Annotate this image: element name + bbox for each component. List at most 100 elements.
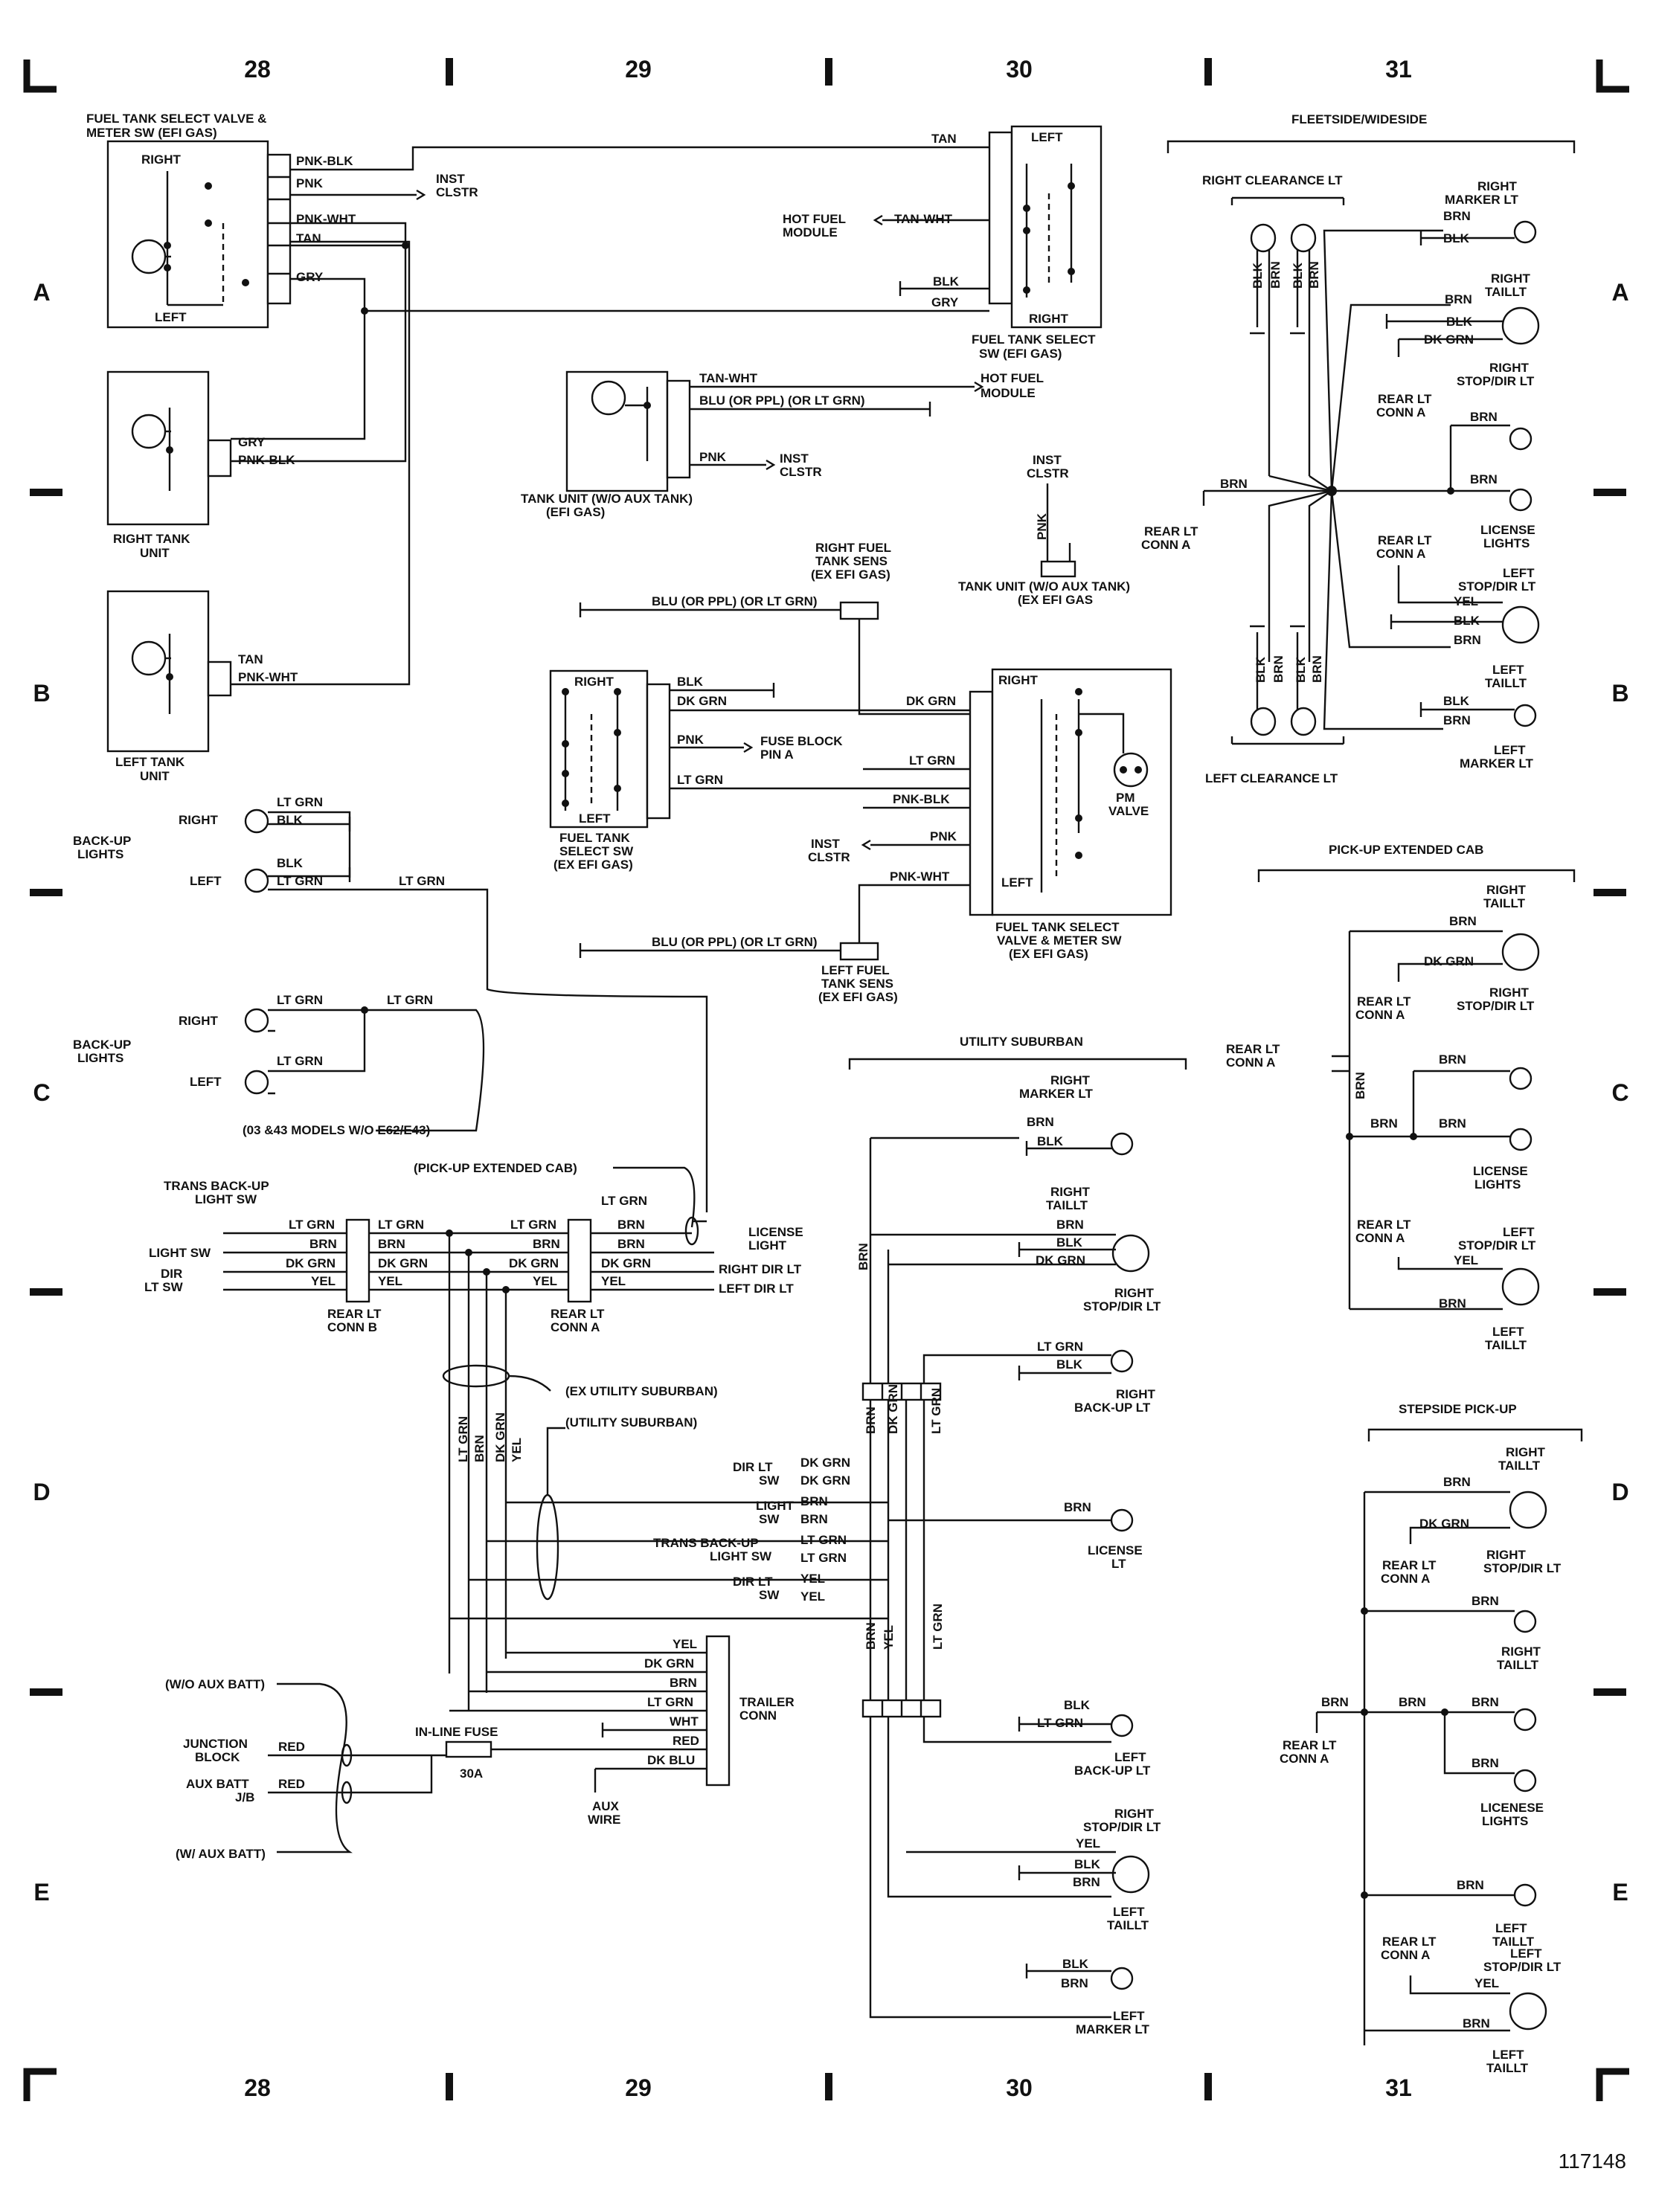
ftsv-ex-2: VALVE & METER SW <box>997 933 1122 948</box>
wire-label-brn-32: BRN <box>1370 1116 1398 1131</box>
wire-label-lt-grn-18: LT GRN <box>929 1388 943 1434</box>
fts-efi-title-1: FUEL TANK SELECT <box>972 332 1096 347</box>
left-taillt-f-2: TAILLT <box>1485 676 1527 690</box>
left-taillt-f-1: LEFT <box>1492 663 1524 677</box>
wire-label-brn-39: BRN <box>1472 1695 1499 1709</box>
wire-label-tan-wht-1: TAN-WHT <box>894 212 953 226</box>
rear-lt-a-p2-1: REAR LT <box>1226 1042 1280 1056</box>
rear-lt-a-s2-1: REAR LT <box>1283 1738 1337 1752</box>
row-label-b-right: B <box>1611 680 1628 707</box>
wire-label-yel-13: YEL <box>1474 1976 1499 1990</box>
wo-aux-batt: (W/O AUX BATT) <box>165 1677 265 1691</box>
wire-label-blk-1: BLK <box>933 274 960 289</box>
frame-marks <box>23 58 1629 2101</box>
left-stop-p-2: STOP/DIR LT <box>1458 1238 1536 1253</box>
column-label-30: 30 <box>1006 56 1033 83</box>
right-stop-f-1: RIGHT <box>1489 361 1530 375</box>
ftsv-efi-right: RIGHT <box>141 152 182 167</box>
wire-label-brn-40: BRN <box>1472 1756 1499 1770</box>
wire-label-blk-17: BLK <box>1454 614 1480 628</box>
wire-label-brn-20: BRN <box>1220 477 1248 491</box>
backup-upper-1: BACK-UP <box>73 834 131 848</box>
column-label-30-bottom: 30 <box>1006 2074 1033 2101</box>
right-taillt-u-1: RIGHT <box>1050 1185 1091 1199</box>
inline-fuse: IN-LINE FUSE <box>415 1725 498 1739</box>
wire-label-blu-1: BLU (OR PPL) (OR LT GRN) <box>699 393 865 408</box>
wire-label-tan-2: TAN <box>931 132 957 146</box>
inst-clstr-2b: CLSTR <box>780 465 822 479</box>
trailer-1: TRAILER <box>739 1695 795 1709</box>
wire-label-yel-1: YEL <box>311 1274 336 1288</box>
backup-lights-lower <box>244 1006 485 1132</box>
left-stop-f-2: STOP/DIR LT <box>1458 579 1536 594</box>
wire-label-dk-grn-4: DK GRN <box>378 1256 428 1270</box>
row-label-e-right: E <box>1612 1879 1628 1906</box>
rfts-3: (EX EFI GAS) <box>811 568 890 582</box>
wire-label-red-2: RED <box>278 1740 305 1754</box>
backup-lights-upper <box>244 808 708 1212</box>
wire-label-lt-grn-13: LT GRN <box>456 1416 470 1462</box>
wire-label-dk-grn-11: DK GRN <box>1036 1253 1085 1267</box>
left-stop-f-1: LEFT <box>1503 566 1535 580</box>
wire-label-blk-11: BLK <box>1251 262 1265 289</box>
rear-lt-a-p1-1: REAR LT <box>1357 994 1411 1009</box>
wire-label-yel-2: YEL <box>378 1274 402 1288</box>
backup-lower-left: LEFT <box>190 1075 222 1089</box>
fuse-block-1: FUSE BLOCK <box>760 734 843 748</box>
fuel-tank-select-valve-efi <box>106 140 292 329</box>
ex-utility-note: (EX UTILITY SUBURBAN) <box>565 1384 718 1398</box>
wire-label-brn-15: BRN <box>1064 1500 1091 1514</box>
left-stop-p-1: LEFT <box>1503 1225 1535 1239</box>
left-marker-f-1: LEFT <box>1494 743 1526 757</box>
left-stop-s-2: STOP/DIR LT <box>1483 1960 1562 1974</box>
right-stop-u-2: STOP/DIR LT <box>1083 1299 1161 1314</box>
right-stop-u2-2: STOP/DIR LT <box>1083 1820 1161 1834</box>
rear-lt-a-p3-1: REAR LT <box>1357 1218 1411 1232</box>
right-taillt-p-1: RIGHT <box>1486 883 1527 897</box>
wire-label-pnk-4: PNK <box>677 733 705 747</box>
wire-label-brn-27: BRN <box>1454 633 1481 647</box>
wire-label-brn-5: BRN <box>617 1237 645 1251</box>
wire-label-brn-16: BRN <box>1073 1875 1100 1889</box>
wire-label-lt-grn-6: LT GRN <box>277 993 323 1007</box>
wire-label-yel-12: YEL <box>1454 1253 1478 1267</box>
right-marker-u-1: RIGHT <box>1050 1073 1091 1087</box>
left-taillt-p-2: TAILLT <box>1485 1338 1527 1352</box>
wire-label-brn-37: BRN <box>1321 1695 1349 1709</box>
light-sw-b: SW <box>759 1512 780 1526</box>
wire-label-pnk-3: PNK <box>1035 512 1049 540</box>
fleetside-header: FLEETSIDE/WIDESIDE <box>1291 112 1427 126</box>
wire-label-pnk-blk-3: PNK-BLK <box>893 792 950 806</box>
left-marker-u-1: LEFT <box>1113 2009 1145 2023</box>
rear-lt-a-f1-2: CONN A <box>1141 538 1190 552</box>
wire-label-pnk-wht-3: PNK-WHT <box>890 869 950 884</box>
wire-label-brn-21: BRN <box>1271 655 1286 683</box>
right-stop-s-2: STOP/DIR LT <box>1483 1561 1562 1575</box>
wire-label-blk-8: BLK <box>1064 1698 1091 1712</box>
pickup-ext-note: (PICK-UP EXTENDED CAB) <box>414 1161 577 1175</box>
wire-label-pnk-1: PNK <box>296 176 324 190</box>
license-light-2: LIGHT <box>748 1238 787 1253</box>
tank-unit-efi-1: TANK UNIT (W/O AUX TANK) <box>521 492 693 506</box>
backup-upper-left: LEFT <box>190 874 222 888</box>
rear-lt-a-f3-2: CONN A <box>1376 547 1425 561</box>
junction-2: BLOCK <box>195 1750 240 1764</box>
left-marker-f-2: MARKER LT <box>1460 756 1533 771</box>
wire-label-dk-grn-12: DK GRN <box>886 1384 900 1434</box>
utility-note: (UTILITY SUBURBAN) <box>565 1415 697 1430</box>
lfts-3: (EX EFI GAS) <box>818 990 898 1004</box>
tank-unit-ex-1: TANK UNIT (W/O AUX TANK) <box>958 579 1130 594</box>
models-note: (03 &43 MODELS W/O E62/E43) <box>243 1123 430 1137</box>
inst-clstr-1a: INST <box>436 172 465 186</box>
right-taillt-s2-1: RIGHT <box>1501 1644 1541 1659</box>
wire-label-gry-2: GRY <box>931 295 959 309</box>
wire-label-dk-blu-1: DK BLU <box>647 1753 695 1767</box>
wire-label-blk-6: BLK <box>1056 1235 1083 1250</box>
rear-lt-a-s2-2: CONN A <box>1280 1752 1329 1766</box>
inst-clstr-2a: INST <box>780 451 809 466</box>
hot-fuel-1b: MODULE <box>783 225 838 239</box>
license-lights-p-2: LIGHTS <box>1474 1177 1521 1192</box>
ftsv-ex-left: LEFT <box>1001 875 1033 890</box>
license-lt-u-1: LICENSE <box>1088 1543 1143 1557</box>
